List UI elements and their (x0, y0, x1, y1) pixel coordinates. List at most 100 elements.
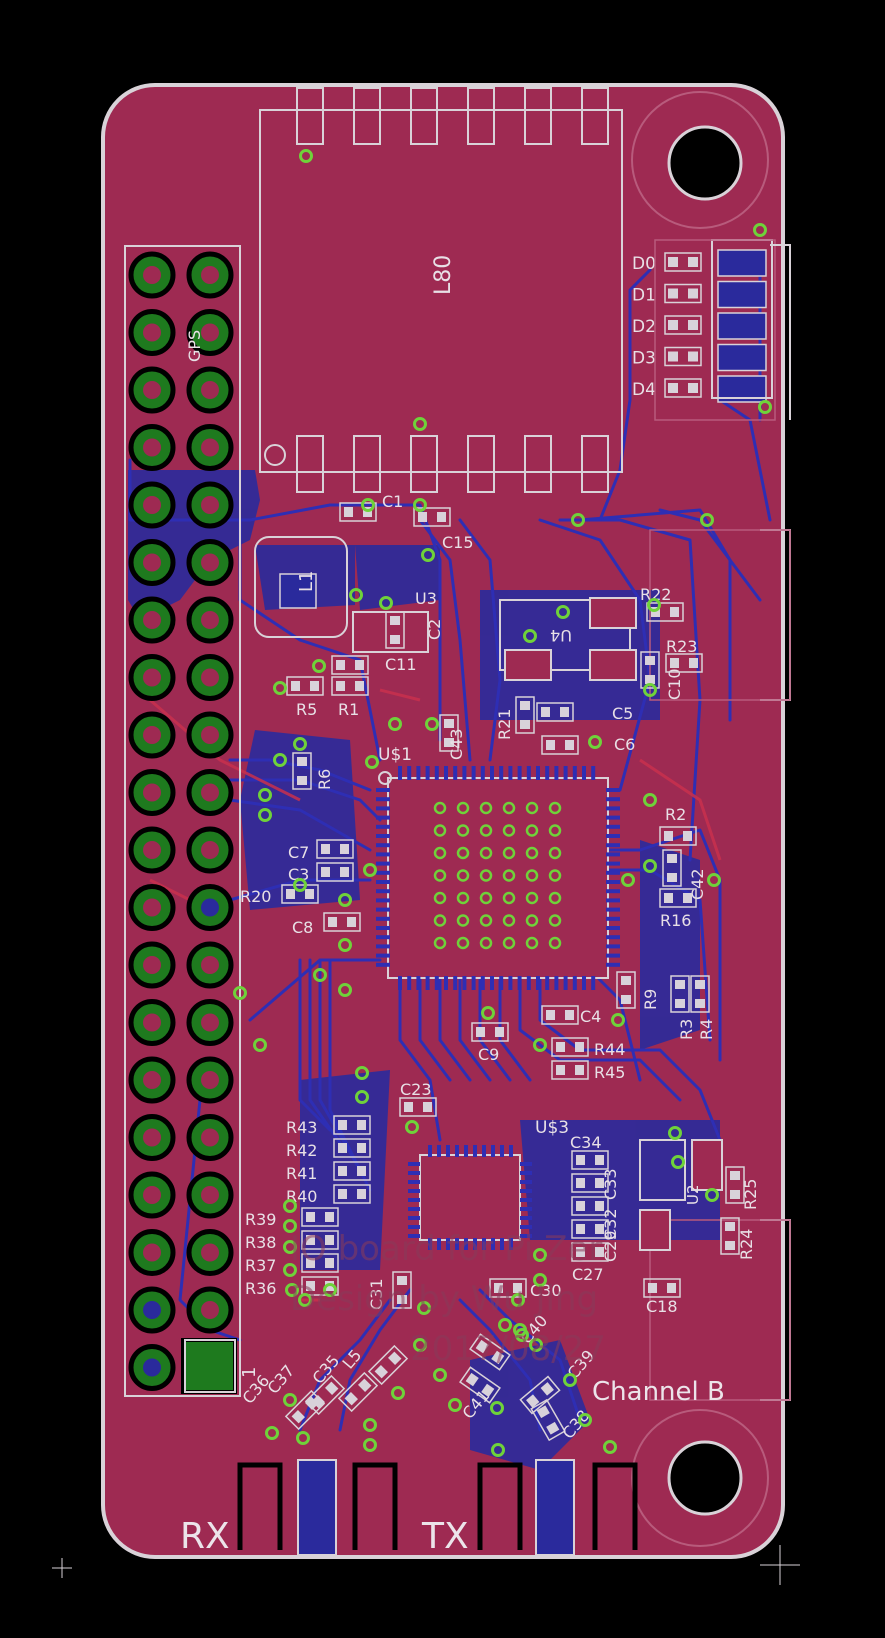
part-r9: R9 (616, 971, 660, 1010)
part-c7: C7 (288, 839, 354, 862)
us3-pin (520, 1180, 532, 1184)
header-pin-hole (143, 1071, 161, 1089)
mcu-pin (462, 766, 467, 780)
mcu-pin (376, 806, 390, 811)
origin-markers (52, 1545, 800, 1585)
mcu-pin (517, 766, 522, 780)
part-r1: R1 (331, 676, 369, 719)
via (283, 1219, 297, 1233)
part-c8: C8 (292, 912, 361, 937)
thermal-via (525, 869, 539, 882)
via (533, 1273, 547, 1287)
chip-us3-label: U$3 (535, 1118, 569, 1138)
gps-module-label: L80 (431, 255, 456, 295)
header-pin-hole (143, 1301, 161, 1319)
via (363, 1438, 377, 1452)
via (498, 1318, 512, 1332)
header-pin-one-pad (181, 1338, 237, 1394)
edge-connector-pads (297, 1459, 575, 1556)
mcu-pin (606, 926, 620, 930)
header-pin-hole (201, 611, 219, 629)
mcu-pin (536, 976, 540, 990)
tx-label: TX (421, 1516, 469, 1557)
chip-u3-label: U3 (415, 589, 437, 608)
part-c35 (337, 1371, 379, 1413)
part-label: R38 (245, 1233, 276, 1252)
mcu-pin (606, 834, 620, 838)
header-pin-hole (143, 898, 161, 917)
us3-pin (464, 1238, 468, 1250)
via (413, 498, 427, 512)
part-c4: C4 (541, 1005, 601, 1026)
part-label: C33 (601, 1168, 620, 1200)
led-d0 (664, 252, 702, 272)
mcu-pin (398, 976, 402, 990)
gps-module: L80 (259, 87, 623, 493)
thermal-via (433, 801, 447, 815)
chip-u2-label: U2 (684, 1184, 702, 1205)
via (388, 717, 402, 731)
edge-connectors (237, 1462, 638, 1550)
led-resistor (717, 249, 767, 277)
part-label: C4 (580, 1007, 601, 1026)
us3-pin (509, 1145, 513, 1157)
part-c42: C42 (662, 849, 707, 900)
part-c3: C3 (288, 862, 354, 884)
via (668, 1126, 682, 1140)
header-pin-hole (143, 381, 161, 399)
mcu-pin (376, 861, 390, 866)
mcu-pin (606, 861, 620, 866)
part-label: R16 (660, 911, 691, 930)
mcu-pin (376, 889, 390, 894)
us3-pin (408, 1216, 420, 1220)
via (363, 1418, 377, 1432)
part-r44: R44 (551, 1037, 625, 1059)
part-label: C8 (292, 918, 313, 937)
us3-pin (408, 1189, 420, 1193)
side-connectors (649, 529, 791, 1401)
thermal-via (548, 824, 562, 837)
ghost-text: IO board for Pi Zer Design by Wu Jing 20… (290, 1229, 606, 1369)
via (588, 735, 602, 749)
part-label: R25 (741, 1179, 760, 1210)
led-pad (688, 383, 698, 393)
led-pad (668, 320, 678, 330)
mcu-pin (606, 898, 620, 903)
led-pad (668, 383, 678, 393)
mcu-pin (606, 852, 620, 857)
header-pin-hole (143, 1013, 161, 1032)
header-pin-hole (143, 438, 161, 457)
thermal-via (456, 801, 470, 815)
mcu-pin (376, 926, 390, 930)
via (705, 1188, 719, 1202)
thermal-via (433, 824, 447, 837)
mcu-pin (376, 834, 390, 838)
mcu-pin (606, 953, 620, 958)
mcu-pin (563, 976, 568, 990)
us3-pin (437, 1145, 441, 1157)
part-c29: C29 (571, 1219, 620, 1262)
header-pin-hole (143, 1243, 161, 1262)
led-label: D3 (632, 349, 656, 369)
part-label: R5 (296, 700, 317, 719)
via (355, 1090, 369, 1104)
us3-pin (408, 1225, 420, 1229)
via (258, 808, 272, 822)
us3-pin (520, 1198, 532, 1202)
mcu-pin (606, 815, 620, 820)
thermal-via (548, 869, 562, 882)
part-r20: R20 (240, 884, 319, 906)
header-pin-hole (143, 611, 161, 629)
mcu-pin (606, 806, 620, 811)
us3-pin (520, 1171, 532, 1175)
part-r21: R21 (495, 696, 535, 740)
mcu-pin (545, 976, 550, 990)
part-label: C7 (288, 843, 309, 862)
channel-label: Channel B (592, 1377, 725, 1407)
part-label: C2 (425, 619, 444, 640)
header-pin-hole (201, 1301, 219, 1319)
mounting-holes (631, 91, 769, 1547)
via (323, 1283, 337, 1297)
header-pin-hole (201, 668, 219, 687)
